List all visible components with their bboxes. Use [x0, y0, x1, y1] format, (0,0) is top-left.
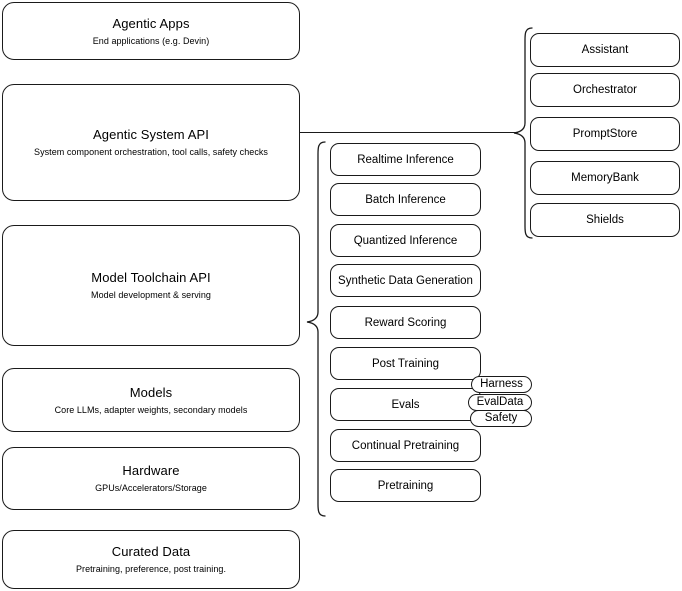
capability-label: Post Training	[371, 357, 440, 370]
eval-badge-safety[interactable]: Safety	[470, 410, 532, 427]
capability-box-batch-inference[interactable]: Batch Inference	[330, 183, 481, 216]
capability-box-post-training[interactable]: Post Training	[330, 347, 481, 380]
capability-box-synthetic-data-generation[interactable]: Synthetic Data Generation	[330, 264, 481, 297]
layer-box-hardware[interactable]: Hardware GPUs/Accelerators/Storage	[2, 447, 300, 510]
component-label: PromptStore	[572, 128, 638, 140]
component-box-orchestrator[interactable]: Orchestrator	[530, 73, 680, 107]
capability-box-quantized-inference[interactable]: Quantized Inference	[330, 224, 481, 257]
eval-badge-label: EvalData	[476, 396, 524, 408]
capability-label: Reward Scoring	[364, 316, 447, 329]
capability-box-pretraining[interactable]: Pretraining	[330, 469, 481, 502]
capability-box-continual-pretraining[interactable]: Continual Pretraining	[330, 429, 481, 462]
layer-subtitle: System component orchestration, tool cal…	[34, 147, 268, 157]
layer-title: Hardware	[122, 463, 180, 478]
eval-badge-evaldata[interactable]: EvalData	[468, 394, 532, 411]
eval-badge-label: Harness	[480, 378, 523, 390]
component-label: Shields	[586, 214, 624, 226]
layer-title: Agentic System API	[93, 127, 209, 142]
component-box-memorybank[interactable]: MemoryBank	[530, 161, 680, 195]
component-label: MemoryBank	[571, 172, 639, 184]
capability-label: Evals	[391, 398, 420, 411]
capability-label: Batch Inference	[365, 193, 446, 206]
eval-badge-harness[interactable]: Harness	[471, 376, 532, 393]
capability-label: Continual Pretraining	[351, 439, 460, 452]
layer-subtitle: Pretraining, preference, post training.	[75, 564, 227, 574]
layer-subtitle: GPUs/Accelerators/Storage	[95, 483, 207, 493]
layer-box-model-toolchain-api[interactable]: Model Toolchain API Model development & …	[2, 225, 300, 346]
layer-box-agentic-apps[interactable]: Agentic Apps End applications (e.g. Devi…	[2, 2, 300, 60]
capability-label: Synthetic Data Generation	[338, 274, 473, 287]
layer-title: Agentic Apps	[112, 15, 190, 31]
capability-box-evals[interactable]: Evals	[330, 388, 481, 421]
layer-title: Curated Data	[111, 544, 191, 559]
capability-label: Realtime Inference	[357, 153, 454, 166]
capability-box-realtime-inference[interactable]: Realtime Inference	[330, 143, 481, 176]
component-box-assistant[interactable]: Assistant	[530, 33, 680, 67]
eval-badge-label: Safety	[484, 412, 518, 424]
component-box-promptstore[interactable]: PromptStore	[530, 117, 680, 151]
component-label: Assistant	[581, 44, 629, 56]
layer-box-models[interactable]: Models Core LLMs, adapter weights, secon…	[2, 368, 300, 432]
layer-subtitle: Model development & serving	[91, 290, 211, 300]
layer-subtitle: Core LLMs, adapter weights, secondary mo…	[54, 404, 248, 415]
connector-system-api-to-components	[300, 132, 518, 134]
capability-label: Pretraining	[377, 479, 434, 492]
layer-title: Models	[129, 384, 173, 400]
brace-toolchain-capabilities	[303, 140, 327, 518]
layer-title: Model Toolchain API	[91, 270, 211, 285]
capability-label: Quantized Inference	[353, 234, 458, 247]
component-box-shields[interactable]: Shields	[530, 203, 680, 237]
layer-box-agentic-system-api[interactable]: Agentic System API System component orch…	[2, 84, 300, 201]
layer-box-curated-data[interactable]: Curated Data Pretraining, preference, po…	[2, 530, 300, 589]
component-label: Orchestrator	[573, 84, 637, 96]
layer-subtitle: End applications (e.g. Devin)	[92, 35, 210, 46]
capability-box-reward-scoring[interactable]: Reward Scoring	[330, 306, 481, 339]
